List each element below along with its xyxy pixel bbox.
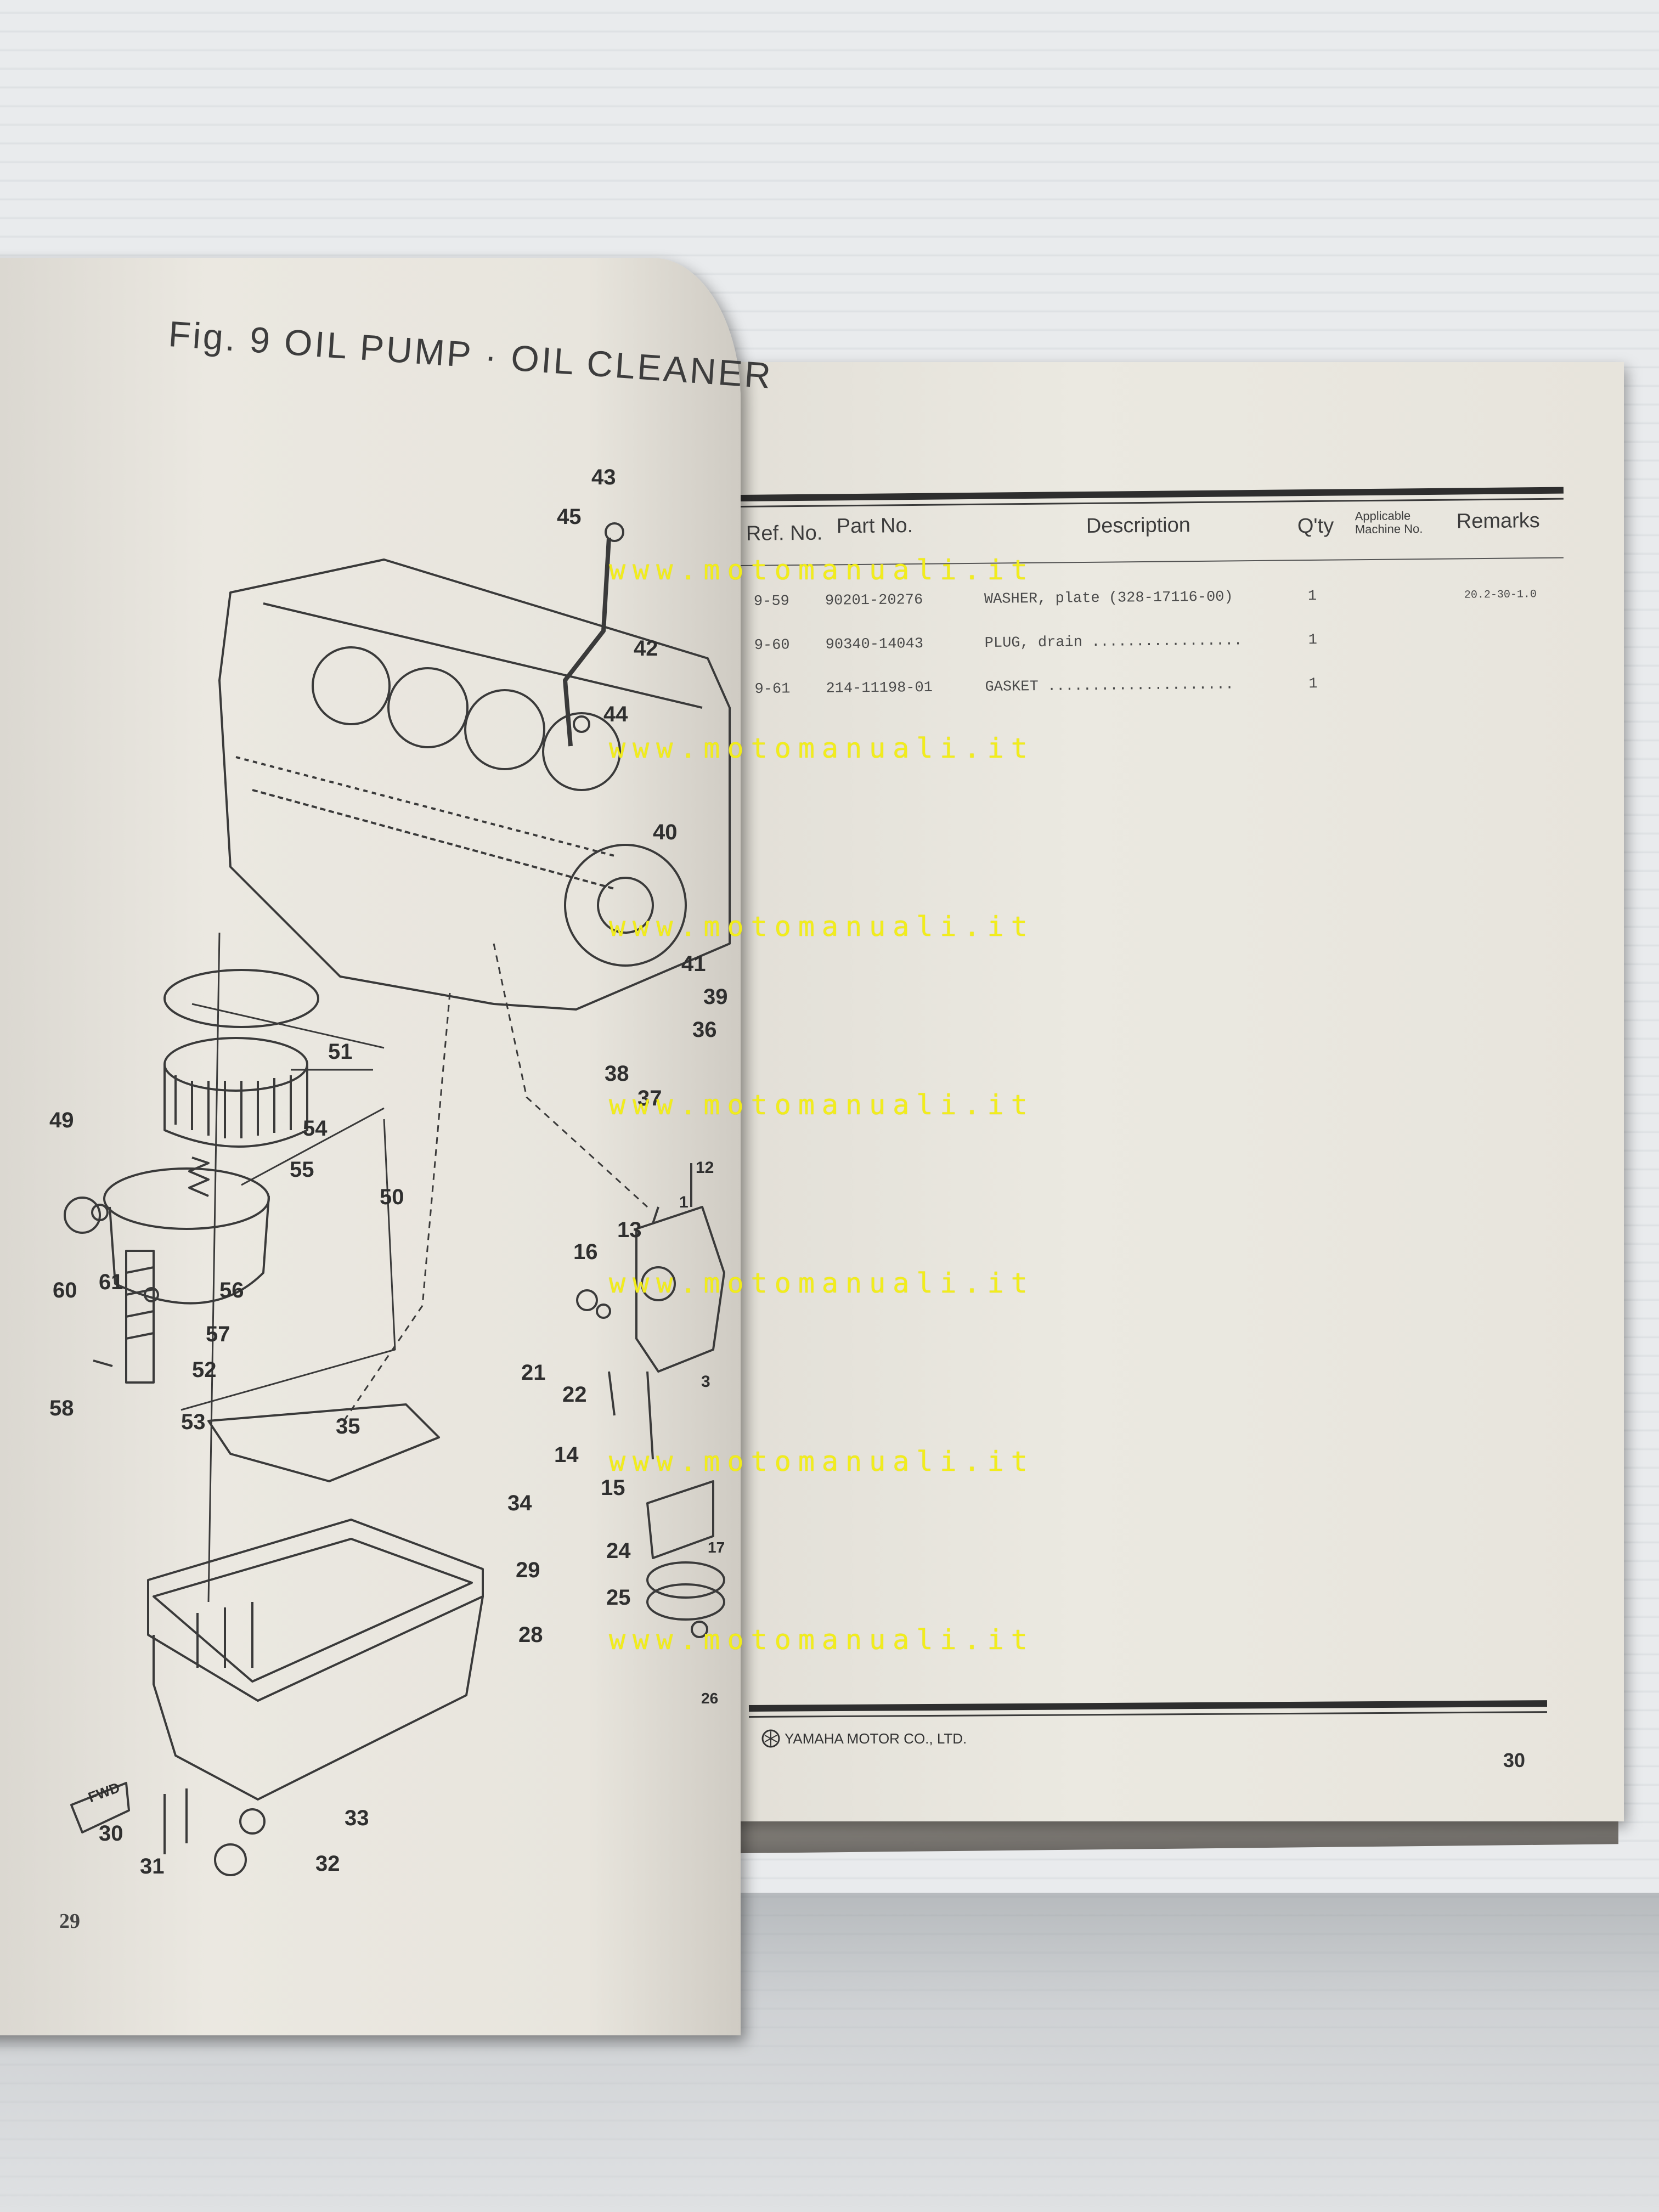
crankcase-outline (218, 558, 731, 1011)
col-part-no: Part No. (836, 514, 913, 538)
callout-54: 54 (303, 1116, 328, 1141)
callout-50: 50 (380, 1185, 404, 1209)
callout-45: 45 (557, 505, 582, 529)
part-no-cell: 90201-20276 (825, 592, 923, 610)
col-ref-no: Ref. No. (746, 521, 823, 545)
qty-cell: 1 (1307, 588, 1317, 605)
callout-32: 32 (315, 1852, 340, 1876)
col-applicable-line2: Machine No. (1355, 522, 1423, 537)
exploded-parts-diagram (64, 522, 731, 1876)
callout-37: 37 (637, 1086, 662, 1110)
callout-56: 56 (219, 1278, 244, 1302)
callout-30: 30 (99, 1821, 123, 1846)
callout-33: 33 (345, 1806, 369, 1830)
callout-29: 29 (516, 1558, 540, 1582)
watermark-text: www.motomanuali.it (609, 911, 1035, 943)
col-description: Description (1086, 514, 1191, 538)
parts-table-body: 9-59 90201-20276 WASHER, plate (328-1711… (754, 586, 1578, 725)
callout-34: 34 (507, 1491, 532, 1515)
oil-pan-gasket-29 (147, 1519, 484, 1702)
table-row: 9-61 214-11198-01 GASKET ...............… (754, 674, 1578, 725)
parts-table-header: Ref. No. Part No. Description Q'ty Appli… (741, 508, 1564, 560)
footer-brand: YAMAHA MOTOR CO., LTD. (761, 1729, 967, 1748)
callout-60: 60 (53, 1278, 77, 1302)
callout-38: 38 (605, 1062, 629, 1086)
callout-13: 13 (617, 1218, 642, 1242)
table-row: 9-59 90201-20276 WASHER, plate (328-1711… (754, 586, 1577, 637)
o-ring-51 (163, 969, 319, 1028)
callout-36: 36 (692, 1018, 717, 1042)
ref-no-cell: 9-60 (754, 637, 790, 654)
description-cell: PLUG, drain ................. (984, 633, 1243, 652)
callout-42: 42 (634, 636, 658, 661)
part-no-cell: 90340-14043 (825, 636, 924, 653)
callout-1: 1 (679, 1193, 689, 1211)
watermark-text: www.motomanuali.it (609, 732, 1035, 764)
qty-cell: 1 (1308, 676, 1318, 693)
part-no-cell: 214-11198-01 (826, 679, 933, 697)
callout-39: 39 (703, 985, 728, 1009)
left-page (0, 258, 741, 2035)
remarks-cell: 20.2-30-1.0 (1464, 588, 1537, 602)
callout-28: 28 (518, 1623, 543, 1647)
col-applicable-line1: Applicable (1355, 509, 1411, 523)
description-cell: GASKET ..................... (985, 676, 1234, 696)
col-applicable: Applicable Machine No. (1355, 509, 1423, 536)
description-cell: WASHER, plate (328-17116-00) (984, 589, 1233, 608)
callout-25: 25 (606, 1585, 631, 1610)
callout-14: 14 (554, 1443, 579, 1467)
callout-41: 41 (681, 952, 706, 976)
watermark-text: www.motomanuali.it (609, 1267, 1035, 1299)
callout-15: 15 (601, 1476, 625, 1500)
callout-40: 40 (653, 820, 678, 844)
ref-no-cell: 9-59 (753, 593, 789, 611)
callout-49: 49 (49, 1108, 74, 1132)
table-row: 9-60 90340-14043 PLUG, drain ...........… (754, 630, 1578, 681)
oil-pump-body (635, 1206, 725, 1373)
watermark-text: www.motomanuali.it (609, 1446, 1035, 1477)
callout-44: 44 (603, 702, 628, 726)
callout-61: 61 (99, 1270, 123, 1294)
callout-22: 22 (562, 1383, 587, 1407)
watermark-text: www.motomanuali.it (609, 1624, 1035, 1656)
qty-cell: 1 (1308, 632, 1318, 649)
callout-16: 16 (573, 1240, 598, 1264)
callout-55: 55 (290, 1158, 314, 1182)
callout-17: 17 (708, 1539, 725, 1556)
callout-58: 58 (49, 1396, 74, 1420)
ref-no-cell: 9-61 (754, 681, 791, 698)
callout-43: 43 (591, 465, 616, 489)
callout-24: 24 (606, 1539, 631, 1563)
callout-53: 53 (181, 1410, 206, 1434)
page-number-left: 29 (59, 1910, 80, 1933)
callout-12: 12 (696, 1159, 714, 1177)
oil-pan-baffle-34 (207, 1403, 440, 1482)
callout-52: 52 (192, 1358, 217, 1382)
watermark-text: www.motomanuali.it (609, 1089, 1035, 1121)
callout-26: 26 (701, 1690, 719, 1707)
right-page (713, 362, 1624, 1821)
callout-3: 3 (701, 1373, 710, 1391)
callout-21: 21 (521, 1361, 546, 1385)
callout-31: 31 (140, 1854, 165, 1878)
yamaha-logo-icon (761, 1729, 780, 1748)
col-remarks: Remarks (1456, 509, 1541, 533)
watermark-text: www.motomanuali.it (609, 554, 1035, 586)
col-qty: Q'ty (1297, 514, 1334, 538)
brand-text: YAMAHA MOTOR CO., LTD. (785, 1730, 967, 1747)
callout-57: 57 (206, 1322, 230, 1346)
page-number-right: 30 (1503, 1749, 1526, 1771)
callout-35: 35 (336, 1414, 360, 1438)
callout-51: 51 (328, 1040, 353, 1064)
